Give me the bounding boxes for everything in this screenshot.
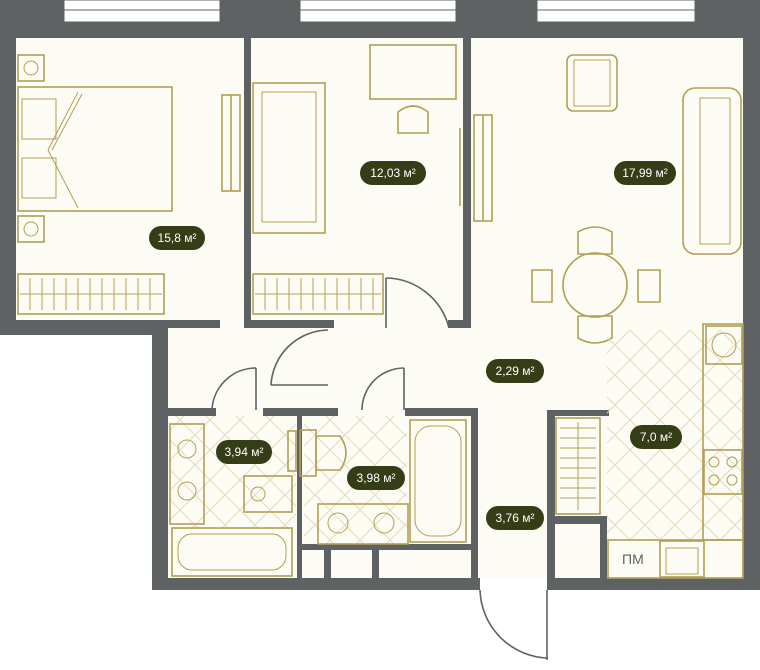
svg-text:7,0 м²: 7,0 м²	[640, 430, 672, 444]
wall-child-bottom	[244, 320, 334, 328]
wall-child-bottom-right	[448, 320, 471, 328]
wall-bath2-entrance	[471, 408, 478, 590]
wall-bedroom-bottom	[152, 320, 220, 328]
wall-storage-1	[324, 550, 331, 578]
wall-bath2-top-right	[405, 408, 471, 416]
wall-closet-bottom	[555, 516, 607, 524]
area-label-living-room: 17,99 м²	[614, 161, 676, 185]
wall-closet-right	[600, 524, 607, 578]
wall-closet-top	[555, 410, 609, 416]
living-room-floor	[471, 38, 743, 320]
area-label-entrance: 3,76 м²	[486, 506, 544, 530]
area-label-kitchen: 7,0 м²	[630, 425, 682, 449]
window-living	[536, 0, 696, 23]
doors	[211, 277, 549, 660]
wall-entrance-kitchen	[547, 410, 555, 578]
wall-bedroom-child	[244, 38, 251, 326]
child-room-furniture	[252, 44, 493, 315]
svg-text:3,94 м²: 3,94 м²	[225, 445, 264, 459]
wall-bath2-bottom	[302, 544, 471, 550]
area-label-bathroom-1: 3,94 м²	[216, 440, 272, 464]
child-room-floor	[251, 38, 463, 320]
wall-bath1-bath2	[297, 408, 302, 578]
window-child	[299, 0, 457, 23]
svg-text:15,8 м²: 15,8 м²	[158, 231, 197, 245]
bathroom-1-fixtures	[169, 416, 297, 577]
wall-bedroom-bottom-left	[0, 320, 152, 335]
svg-text:17,99 м²: 17,99 м²	[622, 166, 668, 180]
area-label-bathroom-2: 3,98 м²	[347, 466, 405, 490]
bedroom-floor	[16, 38, 244, 320]
area-label-child-room: 12,03 м²	[360, 161, 426, 185]
wall-bath1-top-left	[168, 408, 216, 416]
svg-text:3,98 м²: 3,98 м²	[357, 471, 396, 485]
area-label-hall: 2,29 м²	[486, 359, 544, 383]
dishwasher-label: ПМ	[622, 551, 644, 567]
area-label-bedroom: 15,8 м²	[149, 226, 205, 250]
kitchen-furniture	[607, 323, 744, 579]
svg-text:2,29 м²: 2,29 м²	[496, 364, 535, 378]
window-bedroom	[63, 0, 221, 23]
bedroom-furniture	[17, 54, 241, 315]
entrance-closet	[555, 417, 601, 515]
wall-child-living	[463, 38, 471, 326]
wall-storage-2	[372, 550, 379, 578]
svg-text:12,03 м²: 12,03 м²	[370, 166, 416, 180]
svg-text:3,76 м²: 3,76 м²	[496, 511, 535, 525]
